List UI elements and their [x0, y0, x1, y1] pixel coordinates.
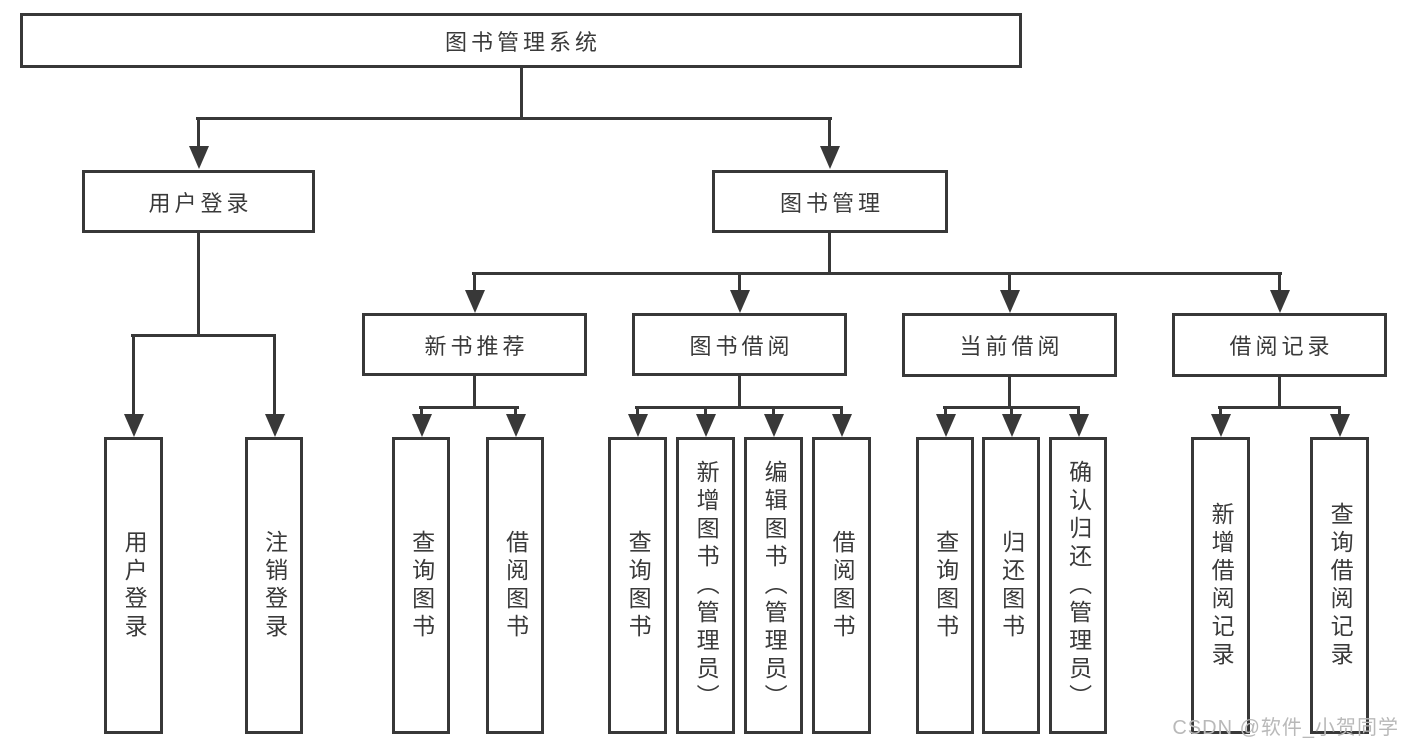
leaf-label: 注销登录 [261, 529, 288, 642]
connector-book-management-rail [472, 272, 1282, 275]
arrow-to-leaf-edit-book [772, 407, 775, 414]
connector-borrow-records-rail [1218, 406, 1341, 409]
arrow-to-leaf-add-book [704, 407, 707, 414]
node-borrow-records: 借阅记录 [1172, 313, 1387, 377]
leaf-add-book-admin: 新增图书（管理员） [676, 437, 735, 734]
leaf-query-book-3: 查询图书 [916, 437, 974, 734]
leaf-label: 归还图书 [998, 529, 1025, 642]
node-current-borrow: 当前借阅 [902, 313, 1117, 377]
leaf-label: 用户登录 [121, 529, 148, 642]
connector-root-stem [520, 68, 523, 118]
node-label: 新书推荐 [424, 333, 529, 359]
arrow-to-leaf-logout [273, 335, 276, 414]
leaf-label: 确认归还（管理员） [1065, 459, 1092, 712]
arrow-to-leaf-query-record [1338, 407, 1341, 414]
leaf-label: 查询图书 [932, 529, 959, 642]
arrow-to-leaf-return-book [1010, 407, 1013, 414]
node-label: 当前借阅 [959, 334, 1064, 359]
arrow-to-book-management [828, 118, 831, 146]
connector-new-book-rail [419, 406, 519, 409]
leaf-label: 编辑图书（管理员） [761, 459, 788, 712]
leaf-borrow-book-1: 借阅图书 [486, 437, 544, 734]
connector-book-management-stem [828, 233, 831, 274]
connector-user-login-rail [131, 334, 276, 337]
leaf-label: 新增借阅记录 [1208, 501, 1235, 670]
arrow-to-book-borrow [738, 273, 741, 290]
leaf-label: 借阅图书 [829, 529, 856, 642]
connector-book-borrow-stem [738, 376, 741, 407]
leaf-return-book: 归还图书 [982, 437, 1040, 734]
arrow-to-leaf-query-book-2 [636, 407, 639, 414]
leaf-user-login: 用户登录 [104, 437, 163, 734]
leaf-query-book-2: 查询图书 [608, 437, 667, 734]
node-label: 图书管理系统 [444, 29, 601, 55]
arrow-to-current-borrow [1008, 273, 1011, 290]
node-new-book-recommend: 新书推荐 [362, 313, 587, 376]
node-library-management-system: 图书管理系统 [20, 13, 1022, 68]
arrow-to-user-login [197, 118, 200, 146]
leaf-label: 新增图书（管理员） [693, 459, 720, 712]
leaf-label: 借阅图书 [502, 529, 529, 642]
node-label: 用户登录 [148, 190, 253, 216]
connector-borrow-records-stem [1278, 377, 1281, 407]
arrow-to-leaf-user-login [132, 335, 135, 414]
leaf-borrow-book-2: 借阅图书 [812, 437, 871, 734]
node-label: 图书借阅 [689, 333, 794, 359]
leaf-query-borrow-record: 查询借阅记录 [1310, 437, 1369, 734]
node-book-management: 图书管理 [712, 170, 948, 233]
connector-user-login-stem [197, 233, 200, 335]
node-book-borrow: 图书借阅 [632, 313, 847, 376]
connector-new-book-stem [473, 376, 476, 407]
leaf-label: 查询借阅记录 [1327, 501, 1354, 670]
leaf-query-book-1: 查询图书 [392, 437, 450, 734]
connector-book-borrow-rail [635, 406, 843, 409]
arrow-to-leaf-borrow-book-2 [840, 407, 843, 414]
arrow-to-leaf-confirm-return [1077, 407, 1080, 414]
arrow-to-leaf-add-record [1219, 407, 1222, 414]
connector-current-borrow-stem [1008, 377, 1011, 407]
connector-root-rail [196, 117, 832, 120]
arrow-to-borrow-records [1278, 273, 1281, 290]
arrow-to-leaf-query-book-3 [944, 407, 947, 414]
arrow-to-leaf-query-book-1 [420, 407, 423, 414]
node-label: 图书管理 [779, 190, 884, 216]
leaf-confirm-return-admin: 确认归还（管理员） [1049, 437, 1107, 734]
leaf-label: 查询图书 [625, 529, 652, 642]
leaf-logout: 注销登录 [245, 437, 303, 734]
leaf-edit-book-admin: 编辑图书（管理员） [744, 437, 803, 734]
arrow-to-new-book-recommend [473, 273, 476, 290]
leaf-add-borrow-record: 新增借阅记录 [1191, 437, 1250, 734]
leaf-label: 查询图书 [408, 529, 435, 642]
csdn-watermark: CSDN @软件_小贺同学 [1172, 717, 1399, 739]
arrow-to-leaf-borrow-book-1 [514, 407, 517, 414]
node-label: 借阅记录 [1229, 334, 1334, 359]
node-user-login: 用户登录 [82, 170, 315, 233]
